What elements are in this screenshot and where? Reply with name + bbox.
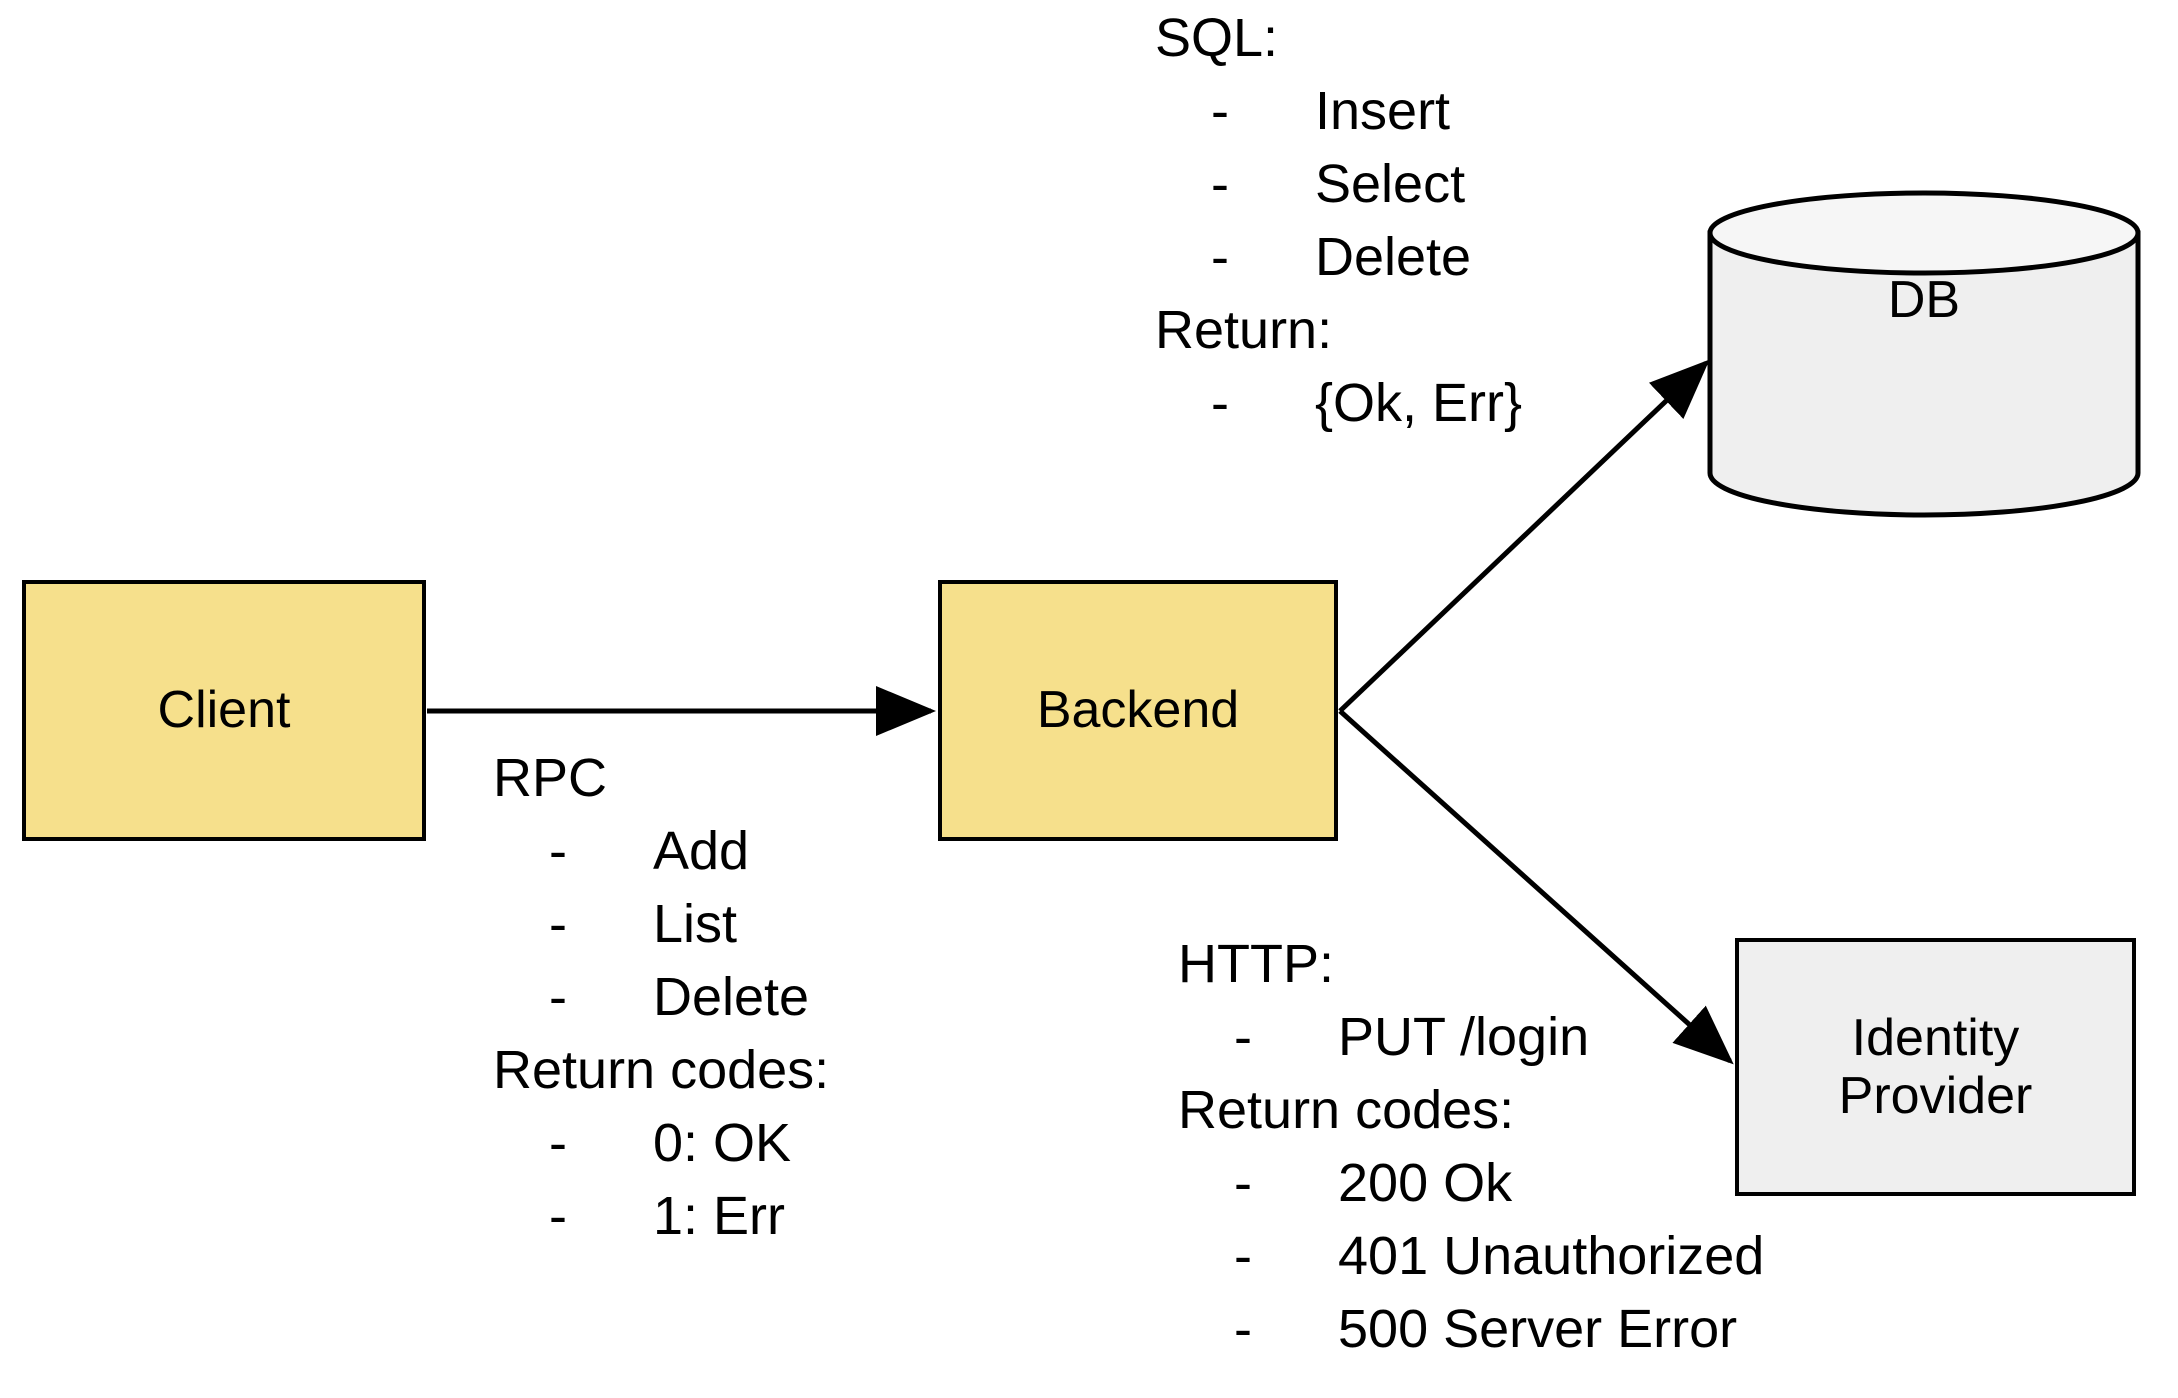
annotation-rpc-return-heading: Return codes: bbox=[493, 1040, 830, 1100]
bullet-dash-icon: - bbox=[549, 894, 567, 954]
bullet-dash-icon: - bbox=[1211, 81, 1229, 141]
bullet-dash-icon: - bbox=[549, 821, 567, 881]
annotation-rpc-return-item: - 1: Err bbox=[493, 1180, 829, 1253]
annotation-sql-return-item-text: {Ok, Err} bbox=[1315, 373, 1523, 433]
annotation-rpc-item: - Delete bbox=[493, 961, 829, 1034]
bullet-dash-icon: - bbox=[1211, 154, 1229, 214]
annotation-http-return-item: - 500 Server Error bbox=[1178, 1293, 1737, 1366]
node-identity-provider-label-line1: Identity bbox=[1851, 1008, 2020, 1067]
annotation-sql-return-heading: Return: bbox=[1155, 300, 1333, 360]
bullet-dash-icon: - bbox=[1234, 1153, 1252, 1213]
annotation-sql: SQL: - Insert - Select - Delete Return: … bbox=[1155, 2, 1522, 440]
db-cylinder-shape bbox=[1707, 190, 2141, 518]
annotation-sql-item: - Select bbox=[1155, 148, 1465, 221]
bullet-dash-icon: - bbox=[549, 1113, 567, 1173]
bullet-dash-icon: - bbox=[549, 1186, 567, 1246]
node-backend[interactable]: Backend bbox=[938, 580, 1338, 841]
bullet-dash-icon: - bbox=[1234, 1299, 1252, 1359]
annotation-rpc: RPC - Add - List - Delete Return codes: … bbox=[493, 742, 829, 1253]
annotation-http: HTTP: - PUT /login Return codes: - 200 O… bbox=[1178, 928, 1764, 1366]
annotation-sql-item-text: Delete bbox=[1315, 227, 1472, 287]
edge-backend-db bbox=[1338, 359, 1710, 713]
annotation-rpc-item-text: List bbox=[653, 894, 738, 954]
annotation-http-return-item-text: 401 Unauthorized bbox=[1338, 1226, 1765, 1286]
annotation-rpc-return-item-text: 1: Err bbox=[653, 1186, 786, 1246]
annotation-sql-item-text: Insert bbox=[1315, 81, 1451, 141]
node-identity-provider[interactable]: Identity Provider bbox=[1735, 938, 2136, 1196]
node-db[interactable]: DB bbox=[1710, 235, 2138, 365]
annotation-sql-return-item: - {Ok, Err} bbox=[1155, 367, 1522, 440]
annotation-sql-item: - Insert bbox=[1155, 75, 1450, 148]
annotation-http-return-item: - 401 Unauthorized bbox=[1178, 1220, 1764, 1293]
annotation-sql-item: - Delete bbox=[1155, 221, 1471, 294]
annotation-rpc-heading: RPC bbox=[493, 748, 608, 808]
annotation-sql-item-text: Select bbox=[1315, 154, 1466, 214]
bullet-dash-icon: - bbox=[1211, 227, 1229, 287]
bullet-dash-icon: - bbox=[1234, 1007, 1252, 1067]
annotation-http-item: - PUT /login bbox=[1178, 1001, 1589, 1074]
node-identity-provider-label: Identity Provider bbox=[1839, 1009, 2033, 1125]
annotation-http-return-heading: Return codes: bbox=[1178, 1080, 1515, 1140]
node-client-label: Client bbox=[157, 681, 291, 740]
annotation-rpc-item: - List bbox=[493, 888, 829, 961]
annotation-rpc-return-item-text: 0: OK bbox=[653, 1113, 792, 1173]
node-backend-label: Backend bbox=[1036, 681, 1240, 740]
annotation-rpc-item: - Add bbox=[493, 815, 829, 888]
edge-backend-idp bbox=[1338, 709, 1734, 1065]
node-db-label: DB bbox=[1887, 271, 1961, 329]
annotation-http-item-text: PUT /login bbox=[1338, 1007, 1590, 1067]
bullet-dash-icon: - bbox=[1234, 1226, 1252, 1286]
annotation-http-return-item-text: 500 Server Error bbox=[1338, 1299, 1738, 1359]
annotation-sql-heading: SQL: bbox=[1155, 8, 1279, 68]
annotation-rpc-item-text: Delete bbox=[653, 967, 810, 1027]
node-identity-provider-label-line2: Provider bbox=[1838, 1067, 2033, 1125]
annotation-http-heading: HTTP: bbox=[1178, 934, 1334, 994]
bullet-dash-icon: - bbox=[1211, 373, 1229, 433]
annotation-http-return-item-text: 200 Ok bbox=[1338, 1153, 1513, 1213]
annotation-rpc-return-item: - 0: OK bbox=[493, 1107, 829, 1180]
annotation-rpc-item-text: Add bbox=[653, 821, 750, 881]
node-client[interactable]: Client bbox=[22, 580, 426, 841]
annotation-http-return-item: - 200 Ok bbox=[1178, 1147, 1514, 1220]
bullet-dash-icon: - bbox=[549, 967, 567, 1027]
